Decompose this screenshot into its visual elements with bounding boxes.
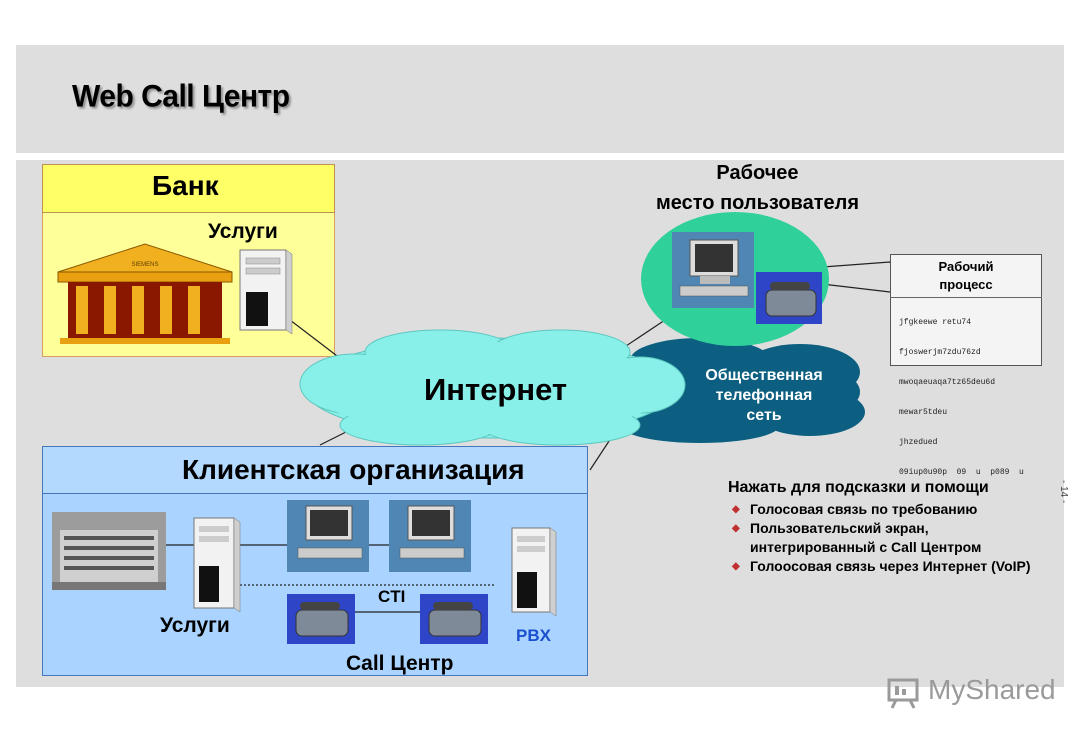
work-process-code: jfgkeewe retu74 fjoswerjm7zdu76zd mwoqae…: [899, 298, 1024, 488]
pstn-label-line1: Общественная: [705, 367, 823, 384]
work-process-title-line1: Рабочий: [938, 259, 994, 274]
call-center-label: Call Центр: [346, 652, 454, 675]
help-item-text: Голоосовая связь через Интернет (VoIP): [750, 558, 1031, 574]
bank-server-icon: [239, 249, 293, 335]
help-item: ◆ Голоосовая связь через Интернет (VoIP): [728, 557, 1048, 576]
client-services-label: Услуги: [160, 614, 230, 637]
agent-pc-icon-2: [389, 500, 471, 572]
help-title[interactable]: Нажать для подсказки и помощи: [728, 479, 989, 496]
client-org-header: [42, 446, 588, 494]
help-item-text: Голосовая связь по требованию: [750, 501, 978, 517]
help-list: ◆ Голосовая связь по требованию ◆ Пользова…: [728, 500, 1048, 576]
code-line: mewar5tdeu: [899, 408, 948, 417]
bank-building-icon: SIEMENS: [57, 243, 233, 344]
agent-pc-icon-1: [287, 500, 369, 572]
diamond-bullet-icon: ◆: [732, 561, 740, 572]
help-item: ◆ Пользовательский экран, интегрированный…: [728, 519, 1048, 557]
internet-cloud-core: [310, 342, 670, 434]
bank-sign: SIEMENS: [131, 262, 158, 268]
help-panel[interactable]: Нажать для подсказки и помощи ◆ Голосовая…: [728, 479, 1048, 576]
bank-title: Банк: [152, 170, 219, 201]
pbx-server-icon: [511, 527, 557, 617]
diamond-bullet-icon: ◆: [732, 504, 740, 515]
watermark-text: MyShared: [928, 674, 1056, 705]
work-process-divider: [890, 297, 1042, 298]
presentation-board-icon: [887, 678, 919, 709]
pstn-label: Общественная телефонная сеть: [680, 366, 848, 426]
pstn-label-line3: сеть: [746, 407, 782, 424]
work-process-box: [890, 254, 1042, 366]
bank-internet-link: [289, 319, 346, 363]
cti-label: CTI: [378, 587, 406, 606]
client-server-icon: [193, 517, 241, 613]
client-org-title: Клиентская организация: [182, 454, 525, 485]
code-line: fjoswerjm7zdu76zd: [899, 348, 981, 357]
internet-label: Интернет: [424, 372, 568, 407]
workplace-label: Рабочее место пользователя: [620, 158, 895, 218]
code-line: jfgkeewe retu74: [899, 318, 972, 327]
work-process-title: Рабочий процесс: [890, 258, 1042, 294]
work-process-title-line2: процесс: [939, 277, 993, 292]
pbx-label: PBX: [516, 626, 551, 645]
pstn-label-line2: телефонная: [715, 387, 813, 404]
help-item-text: Пользовательский экран, интегрированный …: [750, 520, 982, 555]
title-band: [16, 45, 1064, 153]
hq-building-icon: [52, 512, 166, 590]
page-number: - 14 -: [1058, 480, 1069, 504]
workplace-label-line1: Рабочее: [716, 162, 799, 184]
code-line: jhzedued: [899, 438, 938, 447]
agent-phone-icon-1: [287, 594, 355, 644]
workplace-computer-icon: [672, 232, 754, 308]
slide-title: Web Call Центр: [72, 79, 290, 114]
help-item: ◆ Голосовая связь по требованию: [728, 500, 1048, 519]
code-line: 09iup0u90p 09 u p089 u: [899, 468, 1024, 477]
diamond-bullet-icon: ◆: [732, 523, 740, 534]
code-line: mwoqaeuaqa7tz65deu6d: [899, 378, 996, 387]
bank-header: [42, 164, 335, 213]
agent-phone-icon-2: [420, 594, 488, 644]
workplace-label-line2: место пользователя: [656, 192, 859, 214]
bank-services-label: Услуги: [208, 220, 278, 243]
workplace-phone-icon: [756, 272, 822, 324]
